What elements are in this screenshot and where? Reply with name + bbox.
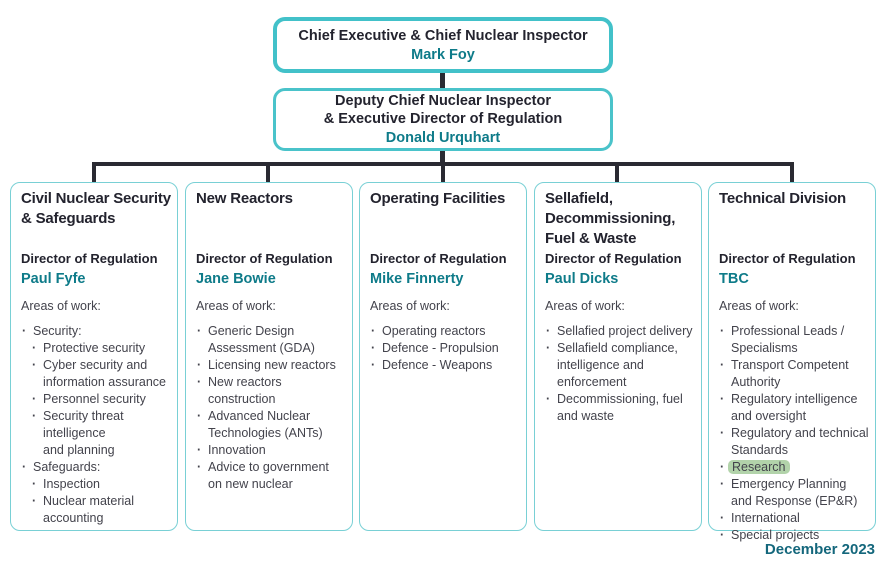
area-item: Personnel security: [31, 391, 173, 408]
division-box: Civil Nuclear Security & Safeguards Dire…: [10, 182, 178, 531]
area-item: Regulatory and technical Standards: [719, 425, 871, 459]
area-item: Special projects: [719, 527, 871, 544]
chief-executive-title: Chief Executive & Chief Nuclear Inspecto…: [298, 27, 588, 44]
area-item: Inspection: [31, 476, 173, 493]
director-block: Director of Regulation TBC: [719, 251, 871, 288]
deputy-title: Deputy Chief Nuclear Inspector & Executi…: [323, 93, 563, 127]
area-item: Advice to government on new nuclear: [196, 459, 348, 493]
areas-list: Security:Protective securityCyber securi…: [21, 323, 173, 527]
division-title: Sellafield, Decommissioning, Fuel & Wast…: [545, 190, 676, 247]
area-item: Advanced Nuclear Technologies (ANTs): [196, 408, 348, 442]
area-item: Innovation: [196, 442, 348, 459]
area-item: International: [719, 510, 871, 527]
areas-list: Operating reactorsDefence - PropulsionDe…: [370, 323, 522, 374]
area-item: Protective security: [31, 340, 173, 357]
director-label: Director of Regulation: [196, 251, 333, 266]
areas-list: Generic Design Assessment (GDA)Licensing…: [196, 323, 348, 493]
area-item: Cyber security and information assurance: [31, 357, 173, 391]
areas-label: Areas of work:: [196, 299, 276, 313]
area-item: Security threat intelligence and plannin…: [31, 408, 173, 459]
area-item: New reactors construction: [196, 374, 348, 408]
area-item: Nuclear material accounting: [31, 493, 173, 527]
connector-drop: [441, 162, 445, 183]
division-box: Sellafield, Decommissioning, Fuel & Wast…: [534, 182, 702, 531]
director-block: Director of Regulation Mike Finnerty: [370, 251, 522, 288]
chief-executive-box: Chief Executive & Chief Nuclear Inspecto…: [273, 17, 613, 73]
area-item: Licensing new reactors: [196, 357, 348, 374]
director-name: Jane Bowie: [196, 271, 276, 287]
area-item: Security:: [21, 323, 173, 340]
division-title: Civil Nuclear Security & Safeguards: [21, 190, 171, 227]
date-label: December 2023: [764, 541, 875, 558]
connector-line: [440, 151, 445, 163]
area-item: Defence - Propulsion: [370, 340, 522, 357]
director-name: Paul Dicks: [545, 271, 619, 287]
area-item: Safeguards:: [21, 459, 173, 476]
area-item: Defence - Weapons: [370, 357, 522, 374]
connector-drop: [790, 162, 794, 183]
deputy-name: Donald Urquhart: [385, 130, 501, 146]
highlighted-area: Research: [728, 460, 790, 474]
division-title: Operating Facilities: [370, 190, 506, 207]
division-box: Operating Facilities Director of Regulat…: [359, 182, 527, 531]
director-name: Mike Finnerty: [370, 271, 464, 287]
director-label: Director of Regulation: [545, 251, 682, 266]
areas-label: Areas of work:: [21, 299, 101, 313]
director-name: Paul Fyfe: [21, 271, 86, 287]
director-label: Director of Regulation: [370, 251, 507, 266]
area-item: Sellafied project delivery: [545, 323, 697, 340]
areas-list: Professional Leads / SpecialismsTranspor…: [719, 323, 871, 544]
division-title: Technical Division: [719, 190, 846, 207]
director-block: Director of Regulation Paul Fyfe: [21, 251, 173, 288]
area-item: Decommissioning, fuel and waste: [545, 391, 697, 425]
area-item: Research: [719, 459, 871, 476]
connector-line: [440, 73, 445, 88]
director-label: Director of Regulation: [719, 251, 856, 266]
area-item: Operating reactors: [370, 323, 522, 340]
area-item: Transport Competent Authority: [719, 357, 871, 391]
division-title: New Reactors: [196, 190, 293, 207]
connector-drop: [615, 162, 619, 183]
areas-label: Areas of work:: [719, 299, 799, 313]
area-item: Regulatory intelligence and oversight: [719, 391, 871, 425]
division-box: Technical Division Director of Regulatio…: [708, 182, 876, 544]
areas-label: Areas of work:: [370, 299, 450, 313]
deputy-box: Deputy Chief Nuclear Inspector & Executi…: [273, 88, 613, 151]
areas-label: Areas of work:: [545, 299, 625, 313]
areas-list: Sellafied project deliverySellafield com…: [545, 323, 697, 425]
connector-drop: [92, 162, 96, 183]
area-item: Sellafield compliance, intelligence and …: [545, 340, 697, 391]
connector-drop: [266, 162, 270, 183]
chief-executive-name: Mark Foy: [411, 46, 475, 63]
director-block: Director of Regulation Jane Bowie: [196, 251, 348, 288]
division-box: New Reactors Director of Regulation Jane…: [185, 182, 353, 531]
area-item: Generic Design Assessment (GDA): [196, 323, 348, 357]
area-item: Professional Leads / Specialisms: [719, 323, 871, 357]
director-block: Director of Regulation Paul Dicks: [545, 251, 697, 288]
director-label: Director of Regulation: [21, 251, 158, 266]
area-item: Emergency Planning and Response (EP&R): [719, 476, 871, 510]
director-name: TBC: [719, 271, 749, 287]
